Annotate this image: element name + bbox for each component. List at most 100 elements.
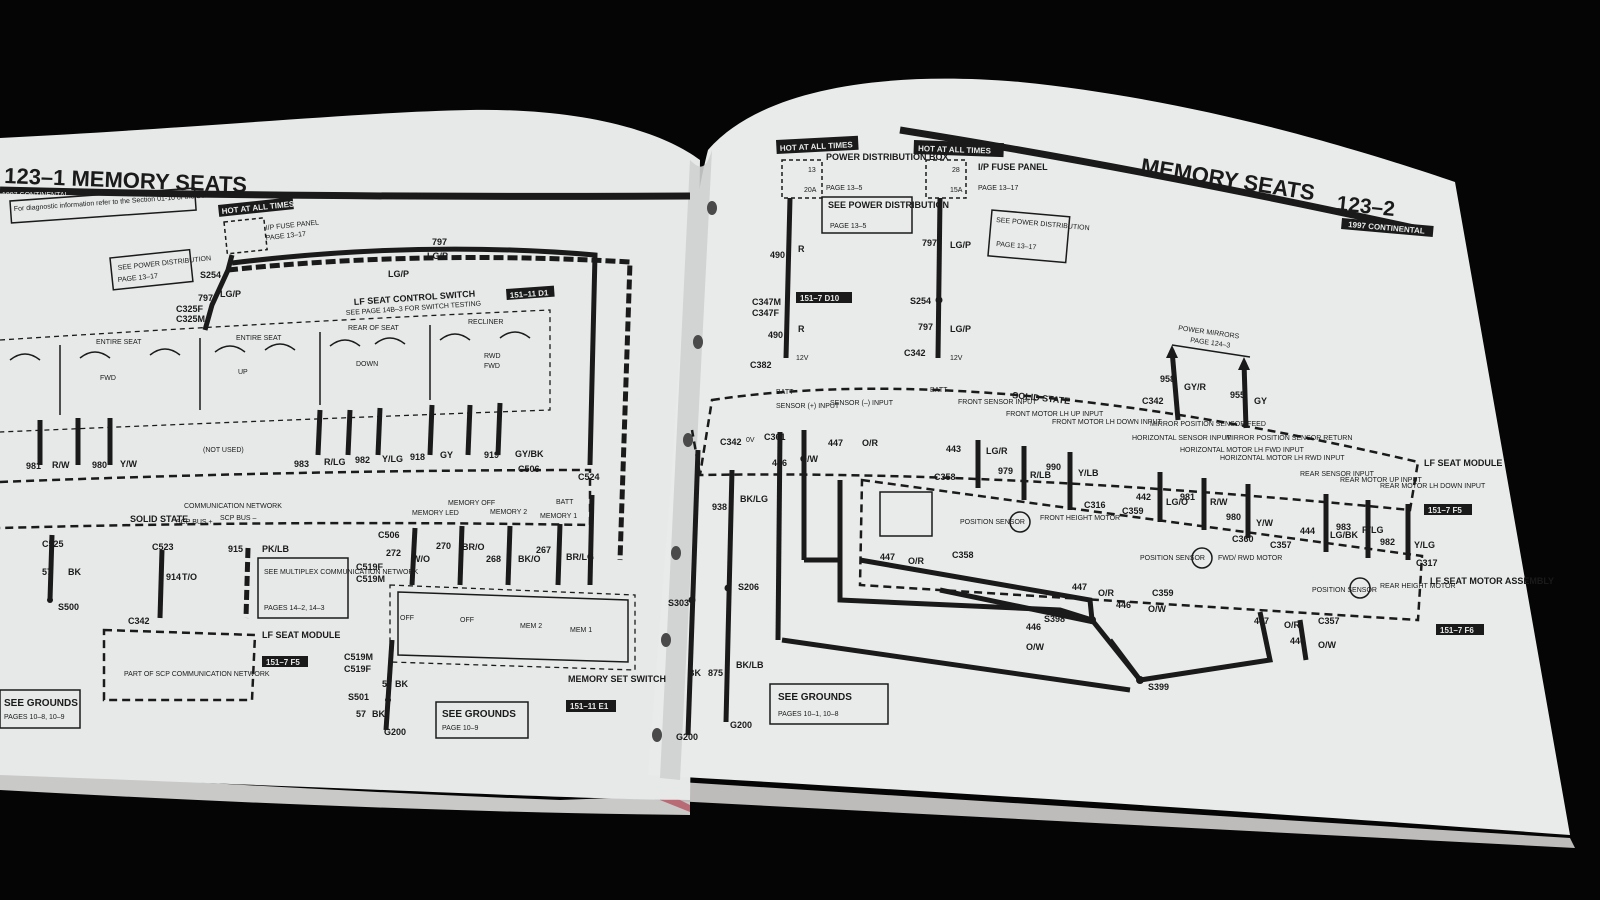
svg-text:444: 444 <box>1300 526 1315 536</box>
svg-text:C523: C523 <box>152 542 174 552</box>
svg-text:C359: C359 <box>1152 588 1174 598</box>
svg-text:0V: 0V <box>746 437 755 444</box>
svg-text:BK/LB: BK/LB <box>736 660 764 670</box>
svg-text:13: 13 <box>808 167 816 174</box>
svg-text:958: 958 <box>1160 374 1175 384</box>
svg-text:R: R <box>798 324 805 334</box>
svg-text:C361: C361 <box>764 432 786 442</box>
svg-text:447: 447 <box>1254 616 1269 626</box>
svg-text:BATT: BATT <box>776 389 794 396</box>
left-see-power-page: PAGE 13–17 <box>117 273 158 284</box>
right-ip-fuse-label: I/P FUSE PANEL <box>978 162 1048 172</box>
svg-text:LG/R: LG/R <box>986 446 1008 456</box>
left-lf-seat-module: LF SEAT MODULE <box>262 630 340 640</box>
svg-text:FWD: FWD <box>100 375 116 382</box>
svg-text:DOWN: DOWN <box>356 361 378 368</box>
svg-text:O/W: O/W <box>1318 640 1337 650</box>
left-see-grounds: SEE GROUNDS <box>442 709 516 720</box>
svg-text:BK: BK <box>68 567 81 577</box>
svg-text:C358: C358 <box>952 550 974 560</box>
svg-text:PAGE 13–5: PAGE 13–5 <box>830 223 867 230</box>
svg-text:443: 443 <box>946 444 961 454</box>
svg-text:C342: C342 <box>1142 396 1164 406</box>
svg-text:C342: C342 <box>128 616 150 626</box>
svg-text:PAGES 14–2, 14–3: PAGES 14–2, 14–3 <box>264 605 325 612</box>
svg-text:REAR OF SEAT: REAR OF SEAT <box>348 325 400 332</box>
svg-text:C317: C317 <box>1416 558 1438 568</box>
svg-text:ENTIRE SEAT: ENTIRE SEAT <box>236 335 282 342</box>
svg-text:FRONT HEIGHT MOTOR: FRONT HEIGHT MOTOR <box>1040 515 1120 522</box>
svg-text:S206: S206 <box>738 582 759 592</box>
svg-text:S254: S254 <box>200 270 221 280</box>
svg-text:C316: C316 <box>1084 500 1106 510</box>
svg-text:O/W: O/W <box>1148 604 1167 614</box>
svg-text:LG/P: LG/P <box>427 251 448 261</box>
svg-text:MEMORY 1: MEMORY 1 <box>540 513 577 520</box>
svg-text:267: 267 <box>536 545 551 555</box>
svg-text:PAGE 13–17: PAGE 13–17 <box>996 241 1037 251</box>
svg-text:490: 490 <box>770 250 785 260</box>
left-subheader: 1997 CONTINENTAL <box>2 192 68 199</box>
svg-text:O/R: O/R <box>908 556 925 566</box>
svg-text:15A: 15A <box>950 187 963 194</box>
svg-text:C519F: C519F <box>344 664 372 674</box>
svg-text:S303: S303 <box>668 598 689 608</box>
svg-text:LG/O: LG/O <box>1166 497 1188 507</box>
svg-text:C519M: C519M <box>344 652 373 662</box>
svg-text:MEM 2: MEM 2 <box>520 623 542 630</box>
svg-text:SEE POWER DISTRIBUTION: SEE POWER DISTRIBUTION <box>828 200 949 210</box>
svg-text:446: 446 <box>1290 636 1305 646</box>
svg-text:REAR MOTOR UP INPUT: REAR MOTOR UP INPUT <box>1340 477 1423 484</box>
svg-text:FWD/ RWD MOTOR: FWD/ RWD MOTOR <box>1218 555 1282 562</box>
svg-text:C359: C359 <box>1122 506 1144 516</box>
svg-text:OFF: OFF <box>400 615 414 622</box>
right-see-grounds: SEE GROUNDS <box>778 692 852 703</box>
left-see-grounds-page: PAGE 10–9 <box>442 725 479 732</box>
right-see-grounds-pages: PAGES 10–1, 10–8 <box>778 711 839 718</box>
svg-text:S254: S254 <box>910 296 931 306</box>
svg-text:BK: BK <box>395 679 408 689</box>
svg-text:PAGES 10–8, 10–9: PAGES 10–8, 10–9 <box>4 714 65 721</box>
svg-text:442: 442 <box>1136 492 1151 502</box>
svg-text:REAR SENSOR INPUT: REAR SENSOR INPUT <box>1300 471 1375 478</box>
svg-text:272: 272 <box>386 548 401 558</box>
svg-text:BK: BK <box>688 668 701 678</box>
svg-text:O/W: O/W <box>1026 642 1045 652</box>
svg-text:914: 914 <box>166 572 181 582</box>
svg-text:982: 982 <box>1380 537 1395 547</box>
svg-text:C357: C357 <box>1270 540 1292 550</box>
svg-text:875: 875 <box>708 668 723 678</box>
svg-text:RWD: RWD <box>484 353 501 360</box>
svg-text:S500: S500 <box>58 602 79 612</box>
svg-text:GY: GY <box>440 450 453 460</box>
svg-text:T/O: T/O <box>182 572 197 582</box>
svg-text:FRONT MOTOR LH UP INPUT: FRONT MOTOR LH UP INPUT <box>1006 411 1104 418</box>
svg-text:BK: BK <box>372 709 385 719</box>
svg-text:Y/LG: Y/LG <box>1414 540 1435 550</box>
svg-text:C325M: C325M <box>176 314 205 324</box>
svg-text:268: 268 <box>486 554 501 564</box>
not-used-label: (NOT USED) <box>203 447 244 454</box>
svg-text:918: 918 <box>410 452 425 462</box>
svg-text:LG/P: LG/P <box>950 324 971 334</box>
svg-text:C524: C524 <box>578 472 600 482</box>
svg-text:FRONT MOTOR LH DOWN INPUT: FRONT MOTOR LH DOWN INPUT <box>1052 419 1163 426</box>
svg-text:POSITION SENSOR: POSITION SENSOR <box>1140 555 1205 562</box>
svg-text:POSITION SENSOR: POSITION SENSOR <box>960 519 1025 526</box>
svg-text:MEMORY LED: MEMORY LED <box>412 510 459 517</box>
right-hot-badge-2: HOT AT ALL TIMES <box>918 144 992 156</box>
svg-text:797: 797 <box>432 237 447 247</box>
svg-text:797: 797 <box>918 322 933 332</box>
svg-text:LG/P: LG/P <box>388 269 409 279</box>
right-page <box>648 78 1570 835</box>
svg-text:983: 983 <box>294 459 309 469</box>
svg-text:57: 57 <box>42 567 52 577</box>
svg-text:R/LB: R/LB <box>1030 470 1051 480</box>
svg-text:SEE MULTIPLEX COMMUNICATION NE: SEE MULTIPLEX COMMUNICATION NETWORK <box>264 569 418 576</box>
svg-text:980: 980 <box>1226 512 1241 522</box>
svg-text:C347M: C347M <box>752 297 781 307</box>
svg-text:G200: G200 <box>730 720 752 730</box>
svg-text:REAR HEIGHT MOTOR: REAR HEIGHT MOTOR <box>1380 583 1456 590</box>
svg-text:980: 980 <box>92 460 107 470</box>
